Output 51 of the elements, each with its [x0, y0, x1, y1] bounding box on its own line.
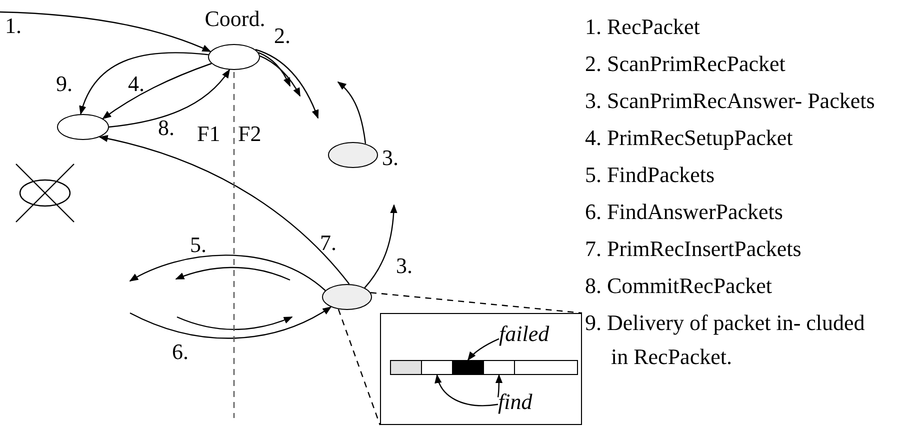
region-label: F1 [197, 122, 220, 146]
crossed-out-node [15, 163, 75, 223]
key-item: 5. FindPackets [585, 161, 716, 189]
edge-label: 3. [396, 254, 412, 278]
annotation-text: find [498, 390, 532, 414]
node-ellipse [328, 142, 378, 168]
key-item: 4. PrimRecSetupPacket [585, 124, 794, 152]
node-ellipse [57, 114, 109, 140]
edge-label: 3. [382, 146, 398, 170]
edge-label: 2. [274, 24, 290, 48]
arrow [467, 338, 500, 361]
edge-label: 4. [128, 72, 144, 96]
arrow [495, 374, 503, 398]
key-item: 8. CommitRecPacket [585, 272, 773, 300]
key-item: 2. ScanPrimRecPacket [585, 50, 786, 78]
edge-label: 8. [158, 116, 174, 140]
bar-segment [514, 360, 578, 375]
node-label: Coord. [204, 6, 266, 32]
edge-label: 9. [56, 72, 72, 96]
key-item: 7. PrimRecInsertPackets [585, 235, 802, 263]
key-item: 6. FindAnswerPackets [585, 198, 784, 226]
key-item: 9. Delivery of packet in- cluded in RecPacket. [585, 309, 866, 371]
arrow [129, 254, 326, 291]
inset-box [380, 313, 582, 425]
annotation-text: failed [499, 322, 550, 346]
region-label: F2 [238, 122, 262, 146]
arrow [258, 52, 291, 87]
edge-label: 6. [172, 340, 188, 364]
zoom-line [370, 292, 582, 314]
arrow [0, 11, 212, 52]
bar-segment [390, 360, 422, 375]
bar-segment [452, 360, 484, 375]
edge-label: 1. [5, 14, 22, 38]
bar-segment [483, 360, 515, 375]
arrow [102, 62, 212, 120]
arrow [435, 374, 498, 406]
arrow [80, 52, 208, 115]
arrow [98, 135, 350, 284]
arrow [108, 69, 230, 128]
key-item: 3. ScanPrimRecAnswer- Packets [585, 87, 876, 115]
arrow [130, 306, 332, 339]
bar-segment [421, 360, 453, 375]
edge-label: 5. [190, 233, 206, 257]
arrow [364, 204, 398, 288]
arrow [337, 81, 366, 144]
arrow [260, 55, 301, 97]
arrow [255, 48, 319, 119]
node-ellipse [322, 284, 372, 310]
zoom-line [338, 309, 381, 426]
edge-label: 7. [320, 231, 336, 255]
key-item: 1. RecPacket [585, 13, 701, 41]
